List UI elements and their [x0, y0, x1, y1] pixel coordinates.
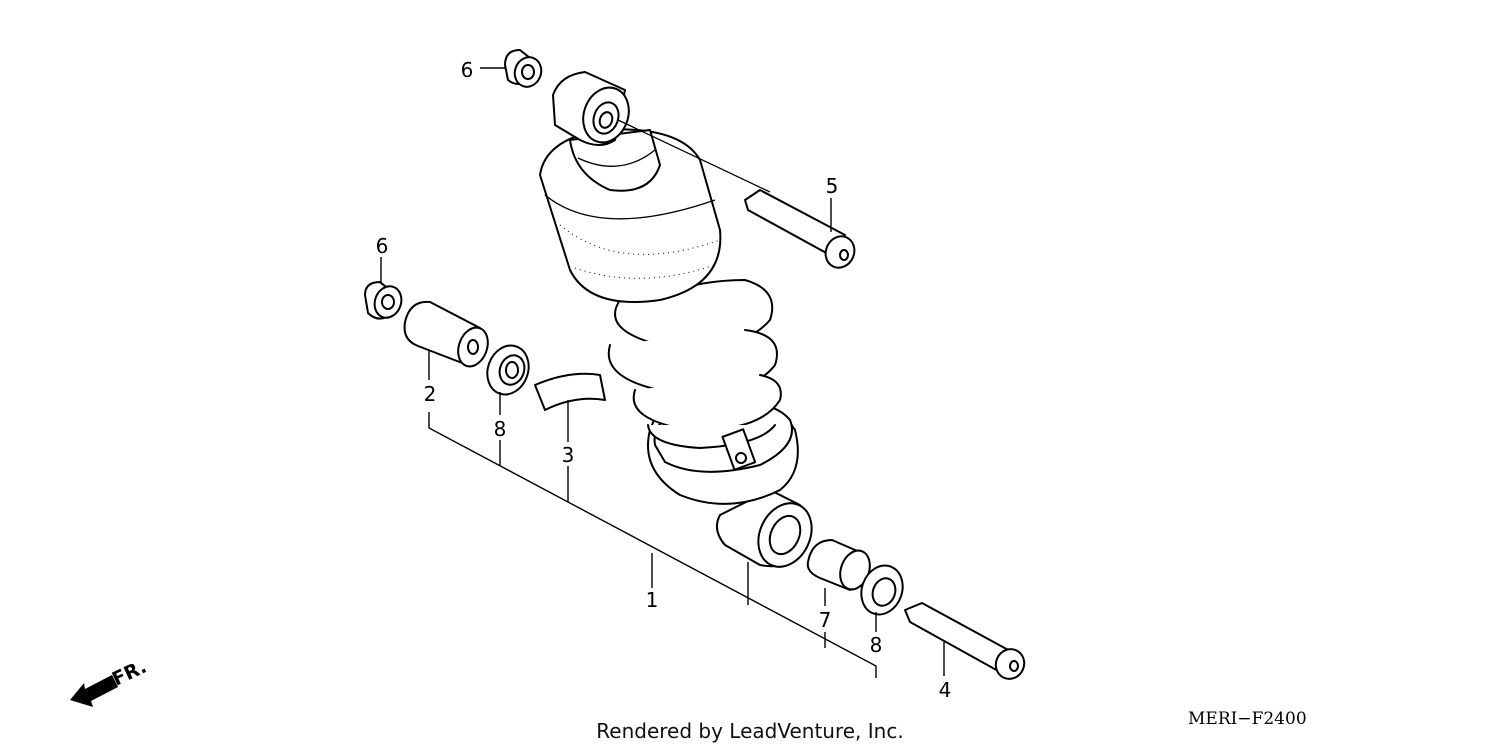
- callout-6-top: 6: [461, 58, 474, 82]
- callout-6-left: 6: [376, 234, 389, 258]
- render-credit: Rendered by LeadVenture, Inc.: [596, 719, 903, 743]
- shock-absorber: [539, 71, 813, 568]
- bolt-lower: [904, 602, 1026, 680]
- callout-4: 4: [939, 678, 952, 702]
- callout-8-right: 8: [870, 633, 883, 657]
- leader-lines: [380, 67, 945, 678]
- callout-7: 7: [819, 608, 832, 632]
- nut-top: [504, 49, 543, 88]
- diagram-code: MERI−F2400: [1188, 709, 1307, 729]
- bearing-left: [486, 344, 530, 396]
- nut-left: [364, 281, 403, 320]
- bolt-upper: [617, 119, 856, 269]
- bushing: [806, 539, 871, 591]
- callout-8-left: 8: [494, 417, 507, 441]
- callout-5: 5: [826, 174, 839, 198]
- front-direction-arrow: FR.: [70, 656, 150, 707]
- collar: [403, 300, 489, 368]
- callout-1: 1: [646, 588, 659, 612]
- callout-3: 3: [562, 443, 575, 467]
- protector-plate: [534, 372, 606, 411]
- callout-2: 2: [424, 382, 437, 406]
- arrow-icon: [70, 675, 118, 707]
- bearing-right: [860, 564, 904, 616]
- fr-label: FR.: [109, 656, 150, 691]
